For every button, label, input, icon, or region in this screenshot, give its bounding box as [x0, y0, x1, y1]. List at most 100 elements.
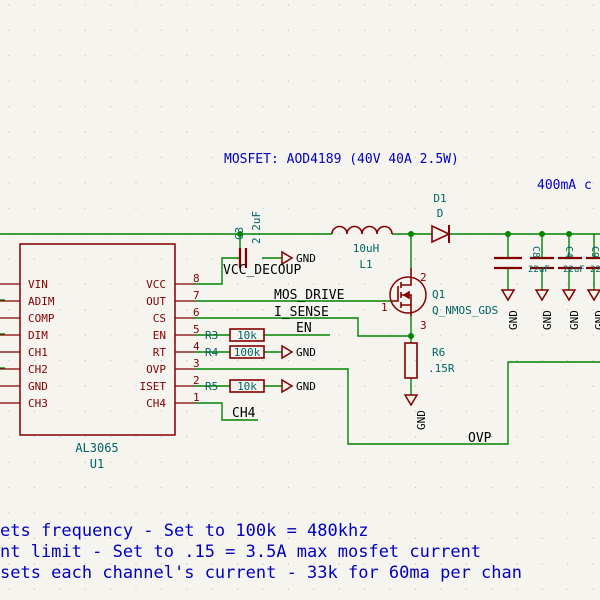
- c3-plates: [238, 248, 248, 268]
- ic-pin-label: EN: [153, 329, 166, 342]
- ic-pin-number: 6: [193, 306, 200, 319]
- q1-circle: [389, 276, 427, 314]
- mosfet-q1[interactable]: 1 2 3 Q1 Q_NMOS_GDS: [381, 268, 498, 332]
- resistor-r5[interactable]: R5 10k: [205, 379, 265, 393]
- gnd-symbol: [281, 344, 294, 360]
- ic-part-label: AL3065: [75, 441, 118, 455]
- ic-pin-number: 3: [193, 357, 200, 370]
- gnd-symbol: [281, 250, 294, 266]
- ic-pin-number: 4: [193, 340, 200, 353]
- note-mosfet: MOSFET: AOD4189 (40V 40A 2.5W): [224, 152, 459, 167]
- wire-vcc-pin: [195, 257, 240, 285]
- junctions: [237, 231, 572, 339]
- ic-pin-number: 7: [193, 289, 200, 302]
- gnd-label-c4: GND: [541, 310, 554, 330]
- q1-pin3: 3: [420, 319, 427, 332]
- r5-value: 10k: [237, 380, 257, 393]
- gnd-rotated-labels: GND GND GND GND GND: [415, 310, 600, 430]
- l1-coil: [331, 225, 393, 235]
- c4-ref: C4: [563, 246, 574, 258]
- resistor-r3[interactable]: R3 10k: [205, 328, 265, 342]
- gnd-symbol: [281, 378, 294, 394]
- cap-plates: [494, 256, 600, 270]
- r5-body: [229, 379, 265, 393]
- ic-ref-label: U1: [90, 457, 104, 471]
- l1-ref: L1: [359, 258, 372, 271]
- ic-pin-label: CH2: [28, 363, 48, 376]
- gnd-symbol: [500, 289, 516, 302]
- gnd-symbol: [403, 394, 419, 407]
- ic-pin-label: CH3: [28, 397, 48, 410]
- net-i-sense: I_SENSE: [274, 305, 329, 320]
- r6-value: .15R: [428, 362, 455, 375]
- c8-value: 22uF: [528, 265, 550, 275]
- output-capacitors[interactable]: C8 C4 C9 22uF 22uF 22uF: [494, 246, 600, 275]
- junction: [237, 231, 243, 237]
- wire-ch4: [195, 402, 258, 421]
- ic-pin-label: CS: [153, 312, 166, 325]
- q1-pin2: 2: [420, 271, 427, 284]
- c9-value: 22uF: [590, 265, 600, 275]
- inductor-l1[interactable]: 10uH L1: [331, 225, 393, 272]
- net-vcc-decoup: VCC_DECOUP: [223, 263, 301, 278]
- r3-body: [229, 328, 265, 342]
- gnd-label-r5: GND: [296, 380, 316, 393]
- note-line-3: sets each channel's current - 33k for 60…: [0, 563, 522, 583]
- capacitor-c3[interactable]: C3 2.2uF: [233, 211, 263, 268]
- note-line-1: ets frequency - Set to 100k = 480khz: [0, 521, 368, 541]
- notes: MOSFET: AOD4189 (40V 40A 2.5W) 400mA c e…: [0, 152, 592, 583]
- r6-body: [404, 342, 418, 379]
- d1-value: D: [437, 207, 444, 220]
- junction: [505, 231, 511, 237]
- r4-ref: R4: [205, 346, 219, 359]
- r4-value: 100k: [234, 346, 261, 359]
- l1-value: 10uH: [353, 242, 380, 255]
- ic-pin-label: VIN: [28, 278, 48, 291]
- note-led-current: 400mA c: [537, 178, 592, 193]
- ground-symbols: [281, 250, 600, 407]
- diode-d1[interactable]: D1 D: [431, 192, 451, 244]
- ic-pin-number: 2: [193, 374, 200, 387]
- gnd-label-c8: GND: [507, 310, 520, 330]
- ic-pin-label: OUT: [146, 295, 166, 308]
- r5-ref: R5: [205, 380, 218, 393]
- net-en: EN: [296, 321, 312, 336]
- r3-value: 10k: [237, 329, 257, 342]
- d1-triangle: [431, 224, 451, 244]
- gnd-label-r6: GND: [415, 410, 428, 430]
- r3-ref: R3: [205, 329, 218, 342]
- ic-pin-number: 5: [193, 323, 200, 336]
- ic-pin-label: VCC: [146, 278, 166, 291]
- ic-pin-label: DIM: [28, 329, 48, 342]
- resistor-r4[interactable]: R4 100k: [205, 345, 265, 359]
- ic-body: [19, 243, 176, 436]
- junction: [408, 231, 414, 237]
- ic-pin-label: CH1: [28, 346, 48, 359]
- net-labels: VCC_DECOUP MOS_DRIVE I_SENSE EN OVP CH4: [223, 263, 492, 446]
- gnd-label-c9: GND: [568, 310, 581, 330]
- gnd-labels: GND GND GND: [296, 252, 316, 393]
- resistor-r6[interactable]: R6 .15R: [404, 342, 455, 379]
- ic-pins: [0, 283, 195, 404]
- q1-value: Q_NMOS_GDS: [432, 304, 498, 317]
- gnd-symbol: [586, 289, 600, 302]
- ic-pin-label: ADIM: [28, 295, 55, 308]
- wire-ovp: [195, 361, 600, 445]
- note-line-2: nt limit - Set to .15 = 3.5A max mosfet …: [0, 542, 481, 562]
- junction: [539, 231, 545, 237]
- gnd-label-c10: GND: [593, 310, 600, 330]
- wire-i-sense: [195, 317, 411, 337]
- d1-ref: D1: [433, 192, 446, 205]
- net-ch4: CH4: [232, 406, 256, 421]
- c4-value: 22uF: [563, 265, 585, 275]
- r6-ref: R6: [432, 346, 445, 359]
- gnd-symbol: [561, 289, 577, 302]
- ic-pin-label: OVP: [146, 363, 166, 376]
- ic-pin-label: COMP: [28, 312, 55, 325]
